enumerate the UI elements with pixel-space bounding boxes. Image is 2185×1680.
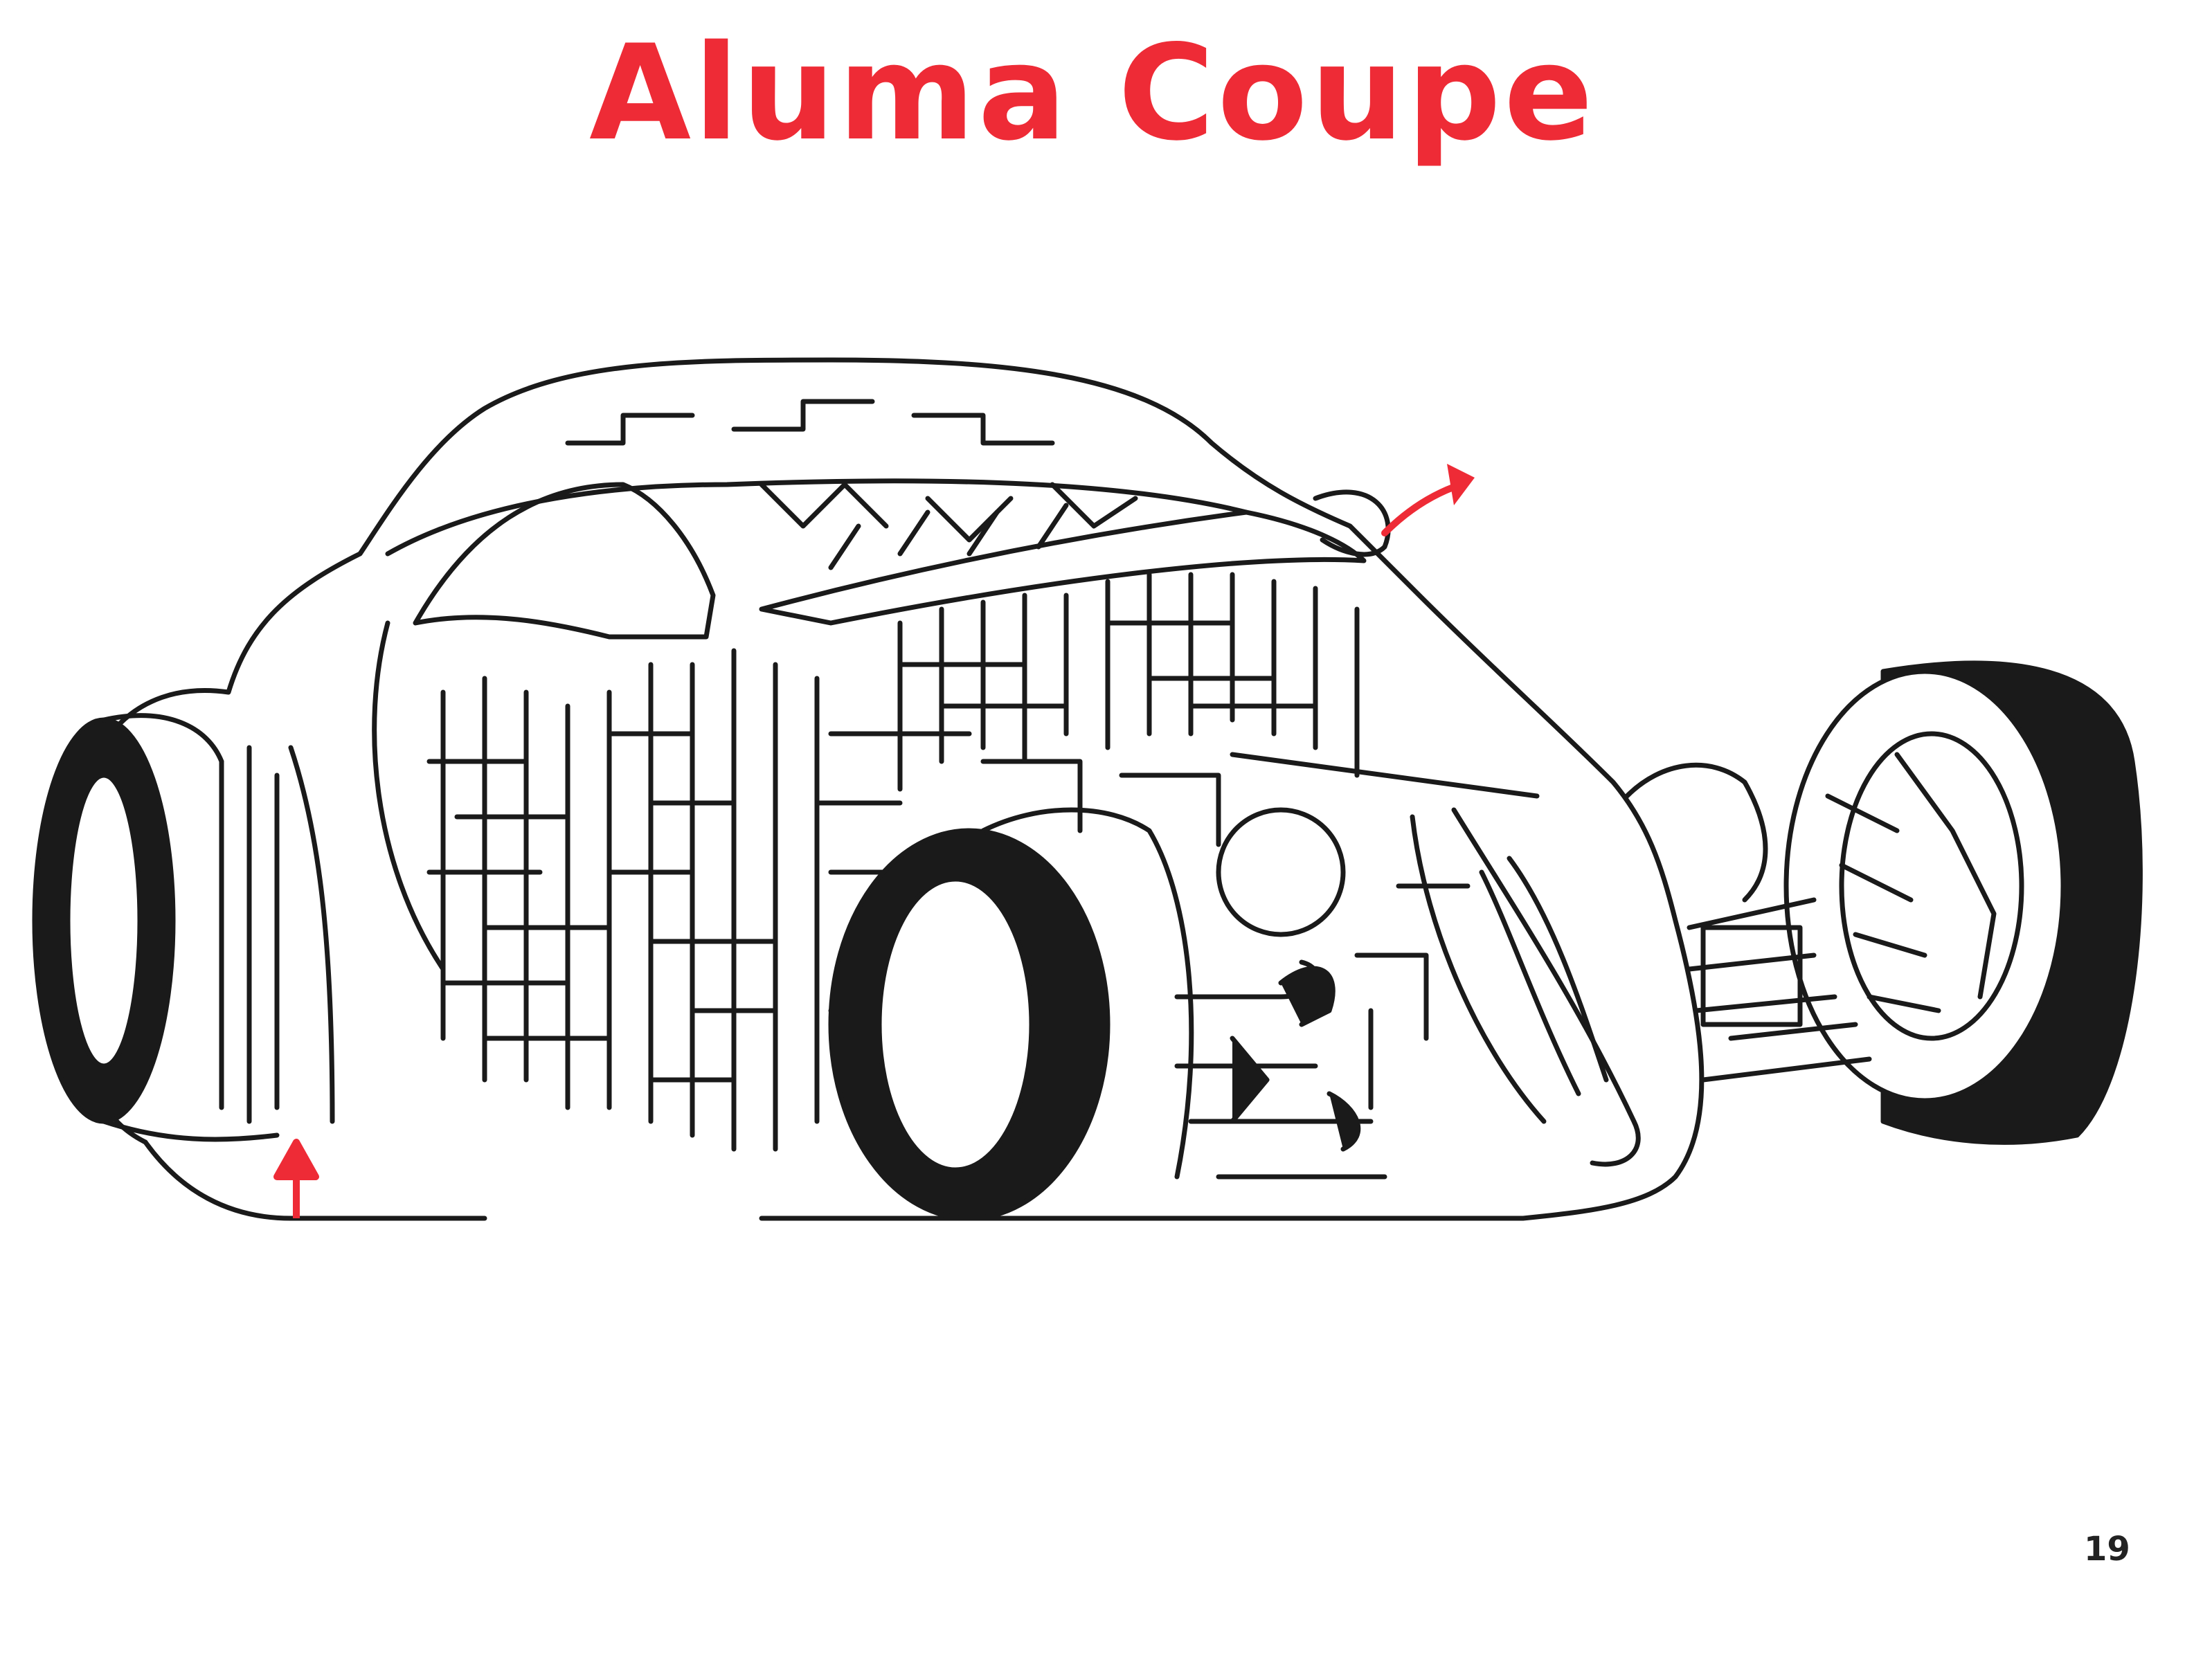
- side-window: [759, 509, 1367, 626]
- car-body-outline: [86, 357, 1705, 1221]
- headlight: [1216, 807, 1346, 937]
- page-title: Aluma Coupe: [589, 17, 1596, 170]
- start-arrow: [273, 1139, 319, 1218]
- windshield: [413, 482, 716, 640]
- finish-arrow: [1381, 464, 1475, 536]
- arrow-up-icon: [273, 1139, 319, 1218]
- page-number: 19: [2084, 1530, 2130, 1569]
- maze-walls: [32, 357, 2143, 1221]
- arrow-up-right-icon: [1381, 481, 1464, 536]
- roof-line: [385, 478, 1249, 557]
- door-line: [372, 620, 446, 972]
